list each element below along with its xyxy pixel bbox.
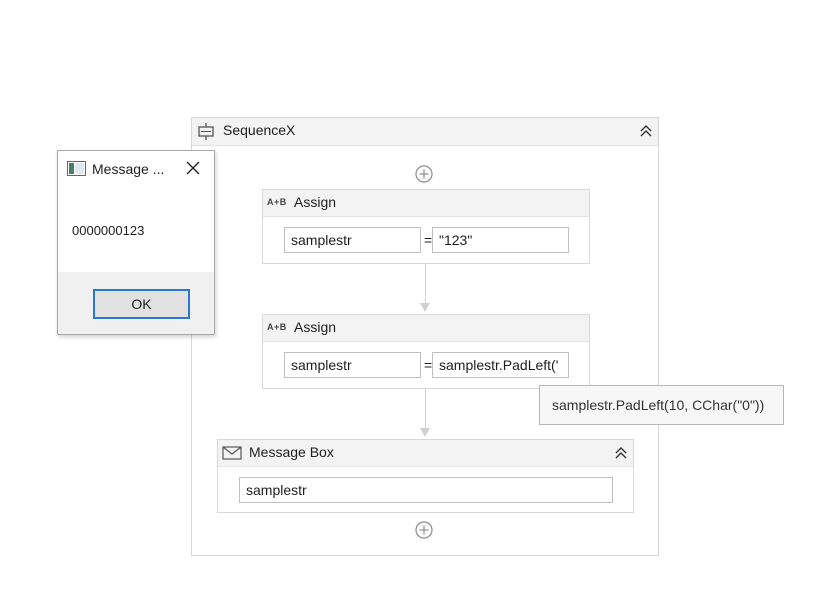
double-chevron-up-icon[interactable] (639, 124, 653, 138)
equals-sign-2: = (424, 357, 433, 373)
close-icon[interactable] (186, 161, 200, 175)
connector-line (425, 264, 426, 304)
ok-button[interactable]: OK (93, 289, 190, 319)
dialog-message: 0000000123 (72, 223, 145, 238)
assign-icon: A+B (267, 197, 287, 207)
connector-line (425, 389, 426, 429)
assign-title-2: Assign (294, 319, 337, 335)
assign-title-1: Assign (294, 194, 337, 210)
message-box-activity[interactable]: Message Box samplestr (217, 439, 634, 513)
dialog-title: Message ... (92, 161, 165, 177)
sequence-header[interactable]: SequenceX (192, 118, 658, 146)
assign-value-field-1[interactable]: "123" (432, 227, 569, 253)
assign-header-1[interactable]: A+B Assign (263, 190, 589, 217)
assign-header-2[interactable]: A+B Assign (263, 315, 589, 342)
add-activity-icon[interactable] (415, 521, 433, 539)
assign-value-field-2[interactable]: samplestr.PadLeft(' (432, 352, 569, 378)
message-box-header[interactable]: Message Box (218, 440, 633, 467)
assign-icon: A+B (267, 322, 287, 332)
arrow-down-icon (420, 428, 430, 437)
sequence-title: SequenceX (223, 122, 296, 138)
assign-to-field-1[interactable]: samplestr (284, 227, 421, 253)
equals-sign-1: = (424, 232, 433, 248)
window-icon (67, 161, 86, 176)
assign-activity-1[interactable]: A+B Assign samplestr = "123" (262, 189, 590, 264)
sequence-icon (198, 123, 214, 140)
arrow-down-icon (420, 303, 430, 312)
assign-activity-2[interactable]: A+B Assign samplestr = samplestr.PadLeft… (262, 314, 590, 389)
message-dialog[interactable]: Message ... 0000000123 OK (57, 150, 215, 335)
message-box-title: Message Box (249, 444, 334, 460)
double-chevron-up-icon[interactable] (614, 446, 628, 460)
message-text-field[interactable]: samplestr (239, 477, 613, 503)
envelope-icon (222, 446, 242, 460)
expression-tooltip: samplestr.PadLeft(10, CChar("0")) (539, 385, 784, 425)
add-activity-icon[interactable] (415, 165, 433, 183)
assign-to-field-2[interactable]: samplestr (284, 352, 421, 378)
